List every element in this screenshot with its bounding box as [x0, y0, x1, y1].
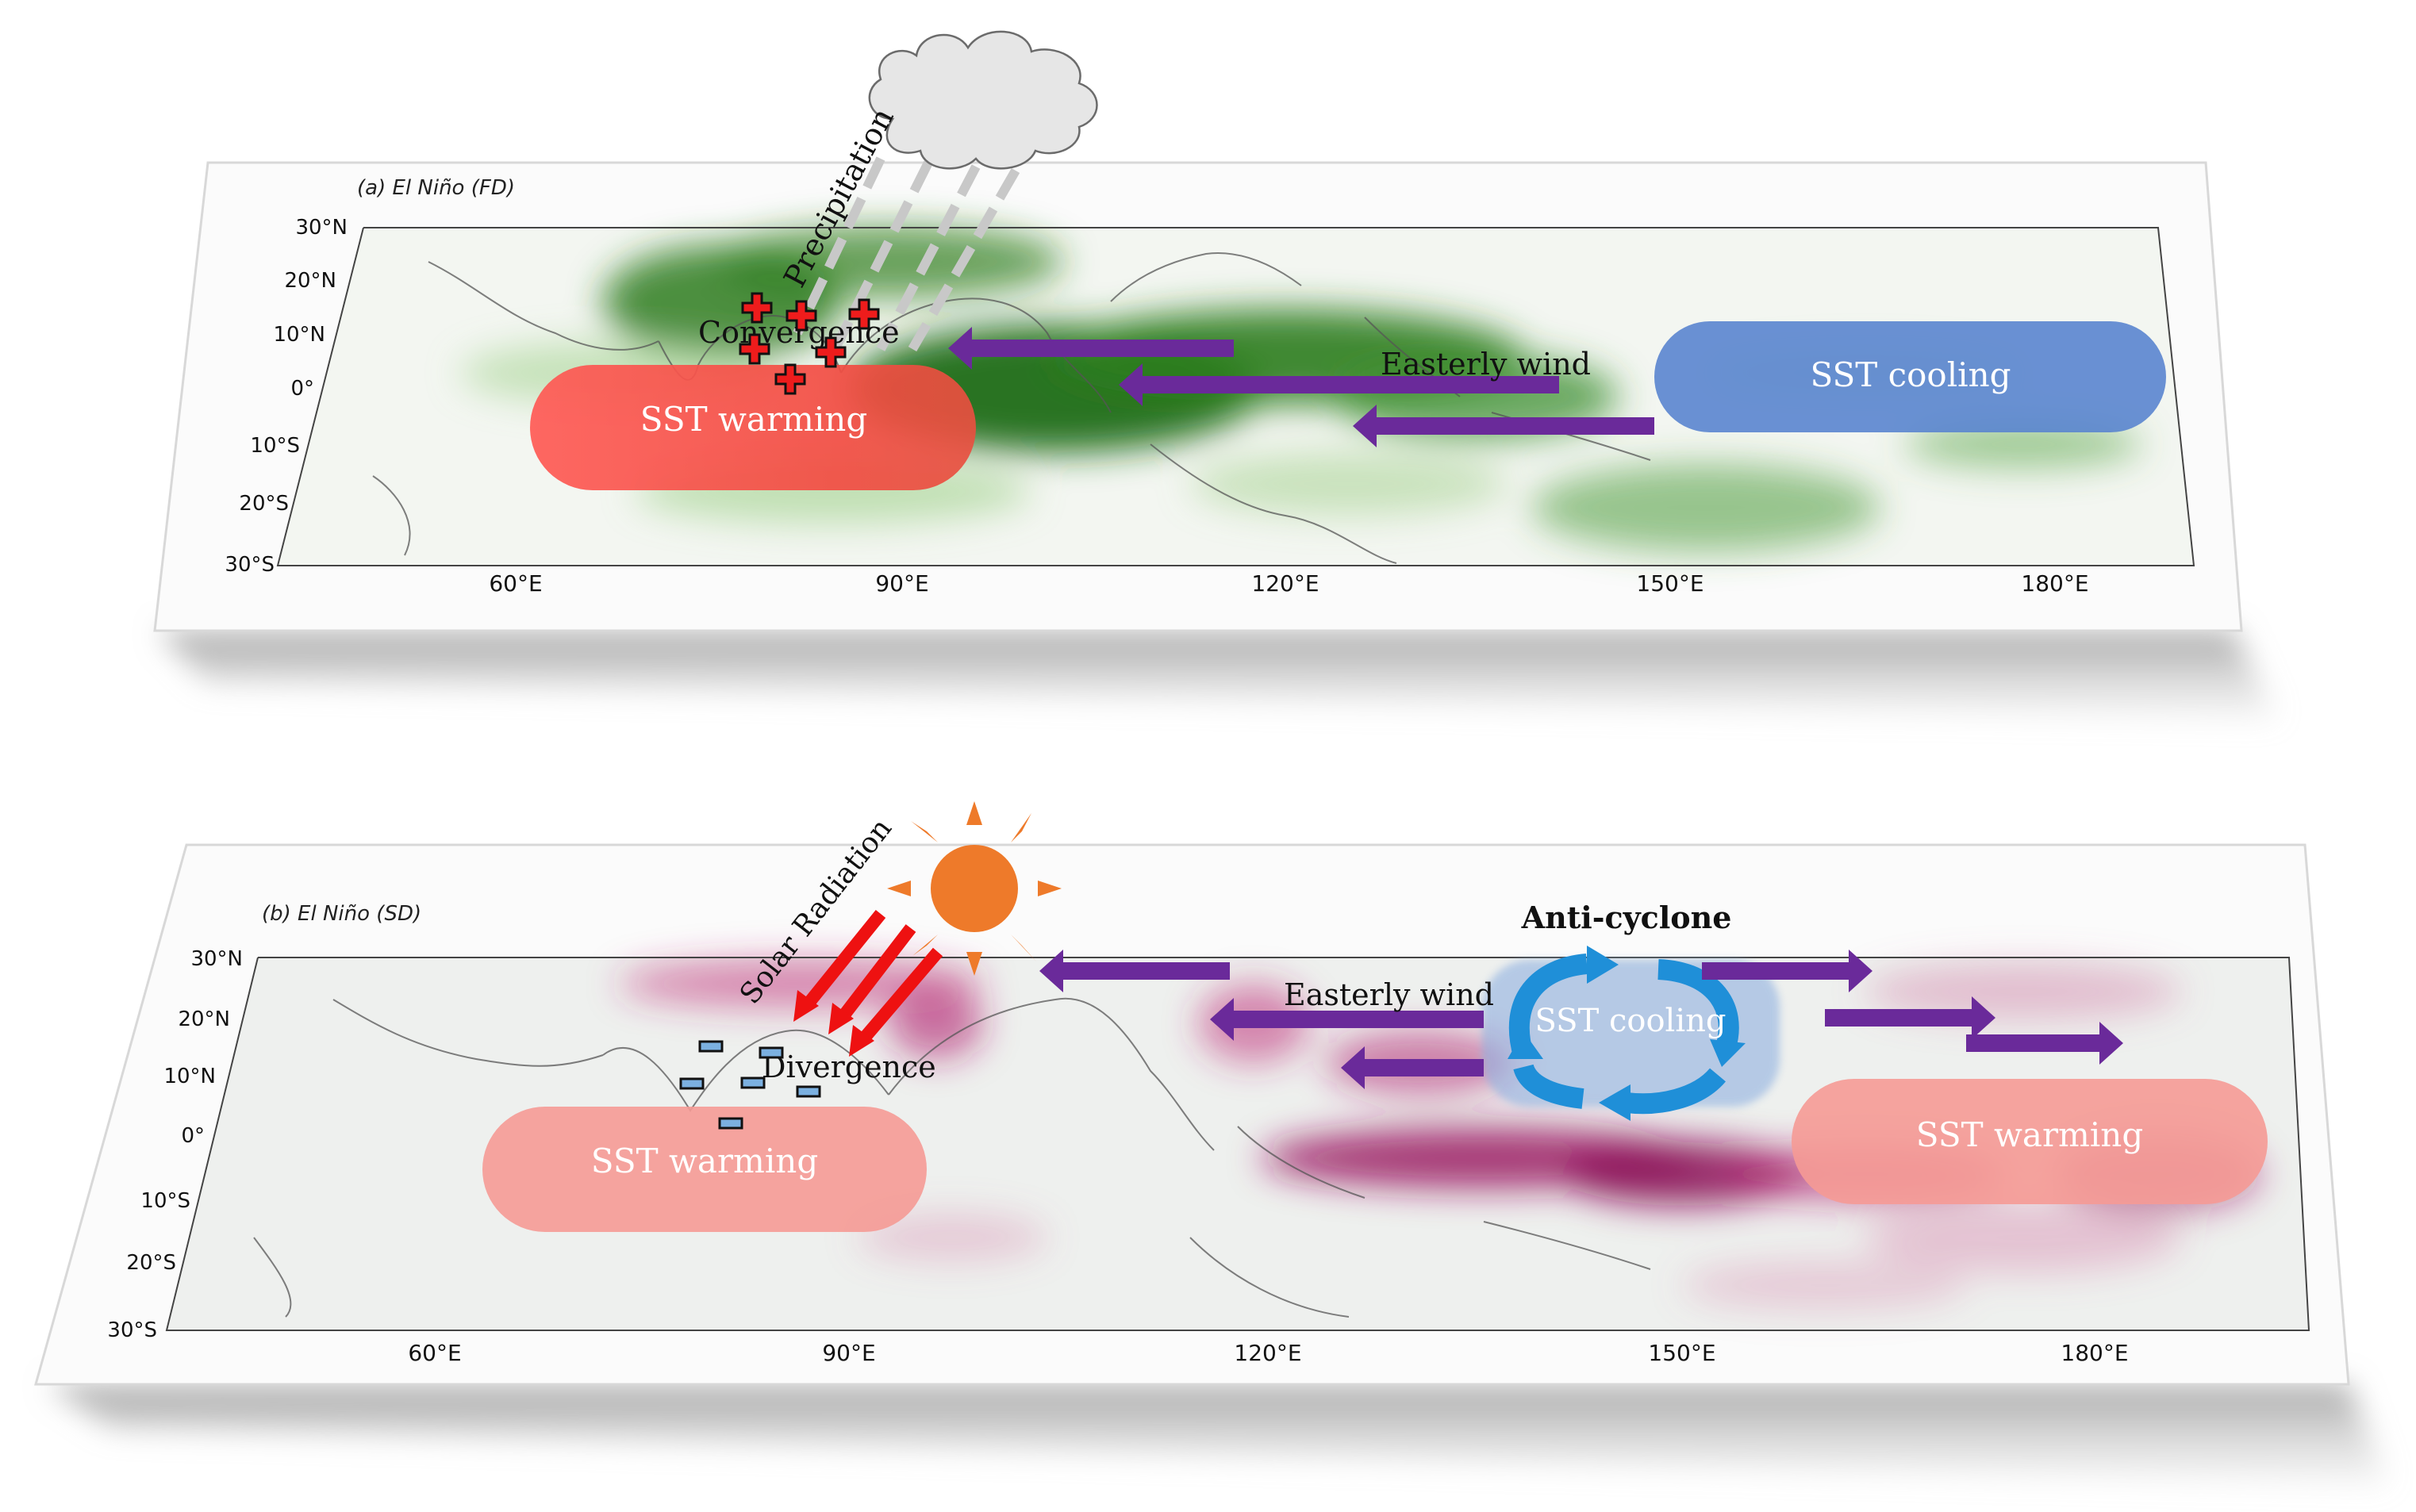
- wind-arrow-icon: [1825, 996, 1995, 1039]
- panel-a-plus-markers: [739, 292, 880, 395]
- panel-b-solar-arrows: [793, 909, 943, 1057]
- plus-marker-icon: [741, 292, 773, 324]
- panel-a-sst-cooling-oval: [1654, 321, 2166, 432]
- lat-label: 20°N: [178, 1007, 230, 1031]
- lat-label: 30°S: [225, 553, 275, 577]
- plus-marker-icon: [815, 336, 847, 368]
- panel-b-wind-arrows-east: [1702, 950, 2123, 1065]
- wind-arrow-icon: [1119, 363, 1559, 406]
- panel-a: 30°N 20°N 10°N 0° 10°S 20°S 30°S 60°E 90…: [153, 30, 2277, 718]
- panel-b-anti-cyclone-label: Anti-cyclone: [1521, 900, 1732, 935]
- lon-label: 60°E: [489, 570, 542, 597]
- lat-label: 0°: [290, 377, 314, 401]
- minus-marker-icon: [796, 1085, 821, 1098]
- lat-label: 20°S: [239, 492, 289, 516]
- wind-arrow-icon: [1341, 1046, 1484, 1089]
- lon-label: 90°E: [875, 570, 928, 597]
- lat-label: 10°N: [163, 1065, 216, 1088]
- plus-marker-icon: [848, 298, 880, 330]
- panel-b-lat-axis: 30°N 20°N 10°N 0° 10°S 20°S 30°S: [107, 947, 243, 1342]
- panel-b-plot-border: [165, 957, 2310, 1331]
- lon-label: 60°E: [408, 1340, 461, 1366]
- panel-b-coastlines: [253, 997, 1651, 1318]
- panel-b-sst-cooling-box: [1482, 960, 1780, 1107]
- lat-label: 20°N: [284, 269, 336, 293]
- panel-a-lon-axis: 60°E 90°E 120°E 150°E 180°E: [489, 570, 2088, 597]
- wind-arrow-icon: [1966, 1022, 2123, 1065]
- panel-b-minus-markers: [679, 1040, 821, 1130]
- panel-a-sst-cooling-label: SST cooling: [1810, 355, 2011, 394]
- lon-label: 150°E: [1648, 1340, 1715, 1366]
- panel-b-wind-arrows-west: [1039, 950, 1484, 1089]
- sun-icon: [887, 801, 1062, 976]
- lon-label: 120°E: [1234, 1340, 1301, 1366]
- lon-label: 150°E: [1636, 570, 1703, 597]
- cloud-icon: [868, 30, 1098, 170]
- lat-label: 10°S: [250, 434, 300, 458]
- panel-b-lon-axis: 60°E 90°E 120°E 150°E 180°E: [408, 1340, 2128, 1366]
- panel-a-sst-warming-oval: [530, 365, 976, 490]
- lat-label: 30°S: [107, 1318, 157, 1342]
- panel-b-shadow: [48, 1384, 2388, 1483]
- lon-label: 90°E: [822, 1340, 875, 1366]
- panel-a-plot-border: [276, 227, 2195, 566]
- wind-arrow-icon: [1353, 405, 1654, 447]
- panel-a-wind-arrows: [948, 327, 1654, 447]
- panel-b: 30°N 20°N 10°N 0° 10°S 20°S 30°S 60°E 90…: [34, 801, 2388, 1483]
- minus-marker-icon: [698, 1040, 724, 1053]
- panel-a-lat-axis: 30°N 20°N 10°N 0° 10°S 20°S 30°S: [225, 216, 348, 577]
- panel-a-sst-warming-label: SST warming: [640, 400, 867, 439]
- minus-marker-icon: [679, 1077, 705, 1090]
- panel-b-sst-warming-west-label: SST warming: [591, 1142, 818, 1180]
- panel-b-divergence-label: Divergence: [762, 1050, 936, 1084]
- panel-b-sst-warming-east-oval: [1792, 1079, 2268, 1204]
- minus-marker-icon: [740, 1076, 766, 1089]
- anticyclone-arrowheads: [1508, 946, 1746, 1121]
- panel-a-rain-streaks: [793, 156, 1020, 352]
- panel-a-easterly-wind-label: Easterly wind: [1381, 347, 1591, 382]
- minus-marker-icon: [718, 1117, 743, 1130]
- panel-b-sst-warming-east-label: SST warming: [1916, 1115, 2143, 1154]
- lon-label: 180°E: [2021, 570, 2088, 597]
- anticyclone-arrow-icon: [1508, 954, 1739, 1115]
- plus-marker-icon: [774, 363, 806, 395]
- lat-label: 0°: [181, 1124, 205, 1148]
- lat-label: 30°N: [190, 947, 243, 971]
- lat-label: 20°S: [126, 1251, 176, 1275]
- lat-label: 10°N: [273, 323, 325, 347]
- lon-label: 180°E: [2061, 1340, 2128, 1366]
- plus-marker-icon: [785, 300, 817, 332]
- panel-b-easterly-wind-label: Easterly wind: [1284, 977, 1494, 1012]
- wind-arrow-icon: [1702, 950, 1872, 992]
- lon-label: 120°E: [1251, 570, 1319, 597]
- wind-arrow-icon: [948, 327, 1234, 370]
- wind-arrow-icon: [1210, 998, 1484, 1041]
- wind-arrow-icon: [1039, 950, 1230, 992]
- panel-a-title: (a) El Niño (FD): [357, 176, 515, 200]
- minus-marker-icon: [759, 1046, 784, 1059]
- panel-a-shadow: [159, 631, 2277, 718]
- lat-label: 30°N: [295, 216, 348, 240]
- panel-b-title: (b) El Niño (SD): [262, 902, 421, 926]
- panel-b-sst-warming-west-oval: [482, 1107, 927, 1232]
- panel-b-sst-cooling-label: SST cooling: [1534, 1003, 1726, 1039]
- lat-label: 10°S: [140, 1189, 190, 1213]
- plus-marker-icon: [739, 333, 770, 365]
